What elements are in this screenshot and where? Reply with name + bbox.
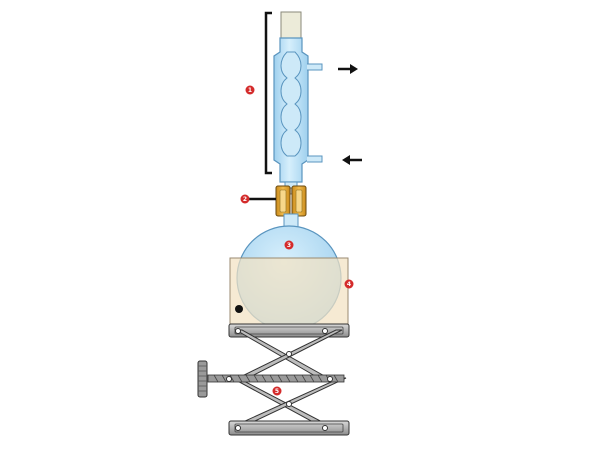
inlet-nozzle (307, 155, 323, 163)
outlet-nozzle (307, 63, 323, 71)
heating-mantle (229, 257, 349, 325)
marker-1: 1 (245, 85, 255, 95)
condenser-inner-bulbs (280, 51, 302, 157)
svg-text:3: 3 (287, 242, 291, 249)
svg-text:2: 2 (243, 196, 247, 203)
jack-knob (197, 360, 208, 398)
marker-3: 3 (284, 240, 294, 250)
mantle-knob (235, 305, 243, 313)
marker-2: 2 (240, 194, 250, 204)
condenser-bracket (264, 11, 272, 175)
svg-text:1: 1 (248, 87, 252, 94)
condenser (273, 11, 323, 191)
condenser-top-joint (280, 11, 302, 39)
marker-4: 4 (344, 279, 354, 289)
marker-5: 5 (272, 386, 282, 396)
svg-text:4: 4 (347, 281, 351, 288)
jack-screw (207, 374, 345, 383)
lab-jack (197, 323, 350, 436)
jack-bottom-plate (228, 420, 350, 436)
water-in-arrow (342, 155, 362, 165)
svg-text:5: 5 (275, 388, 279, 395)
joint-clip (275, 185, 307, 217)
water-out-arrow (338, 64, 358, 74)
